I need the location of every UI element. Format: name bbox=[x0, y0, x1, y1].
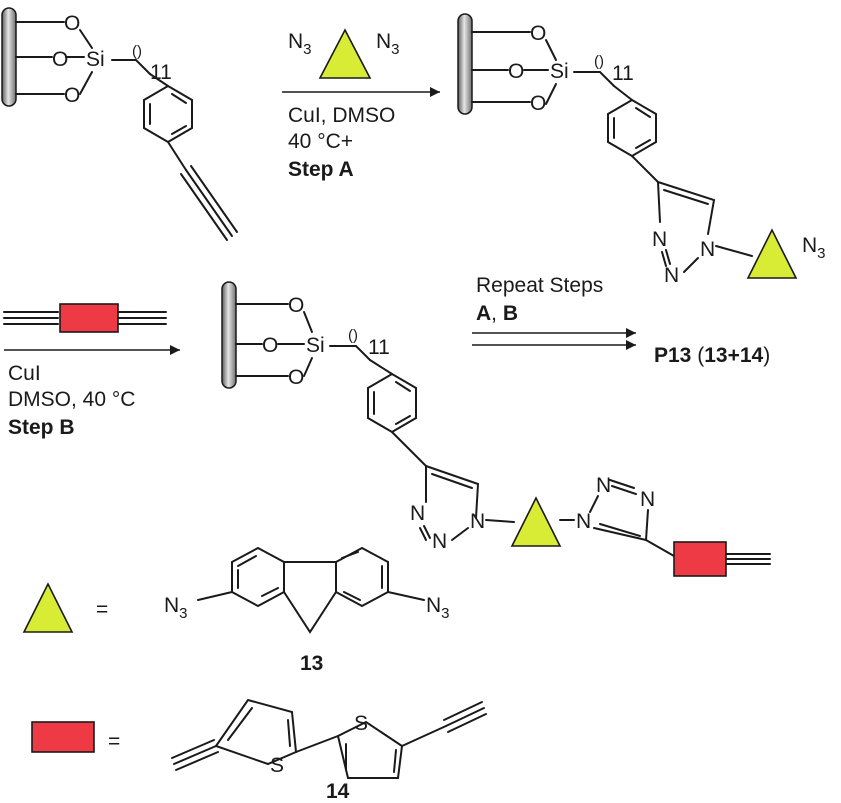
azide-label: N3 bbox=[802, 234, 826, 262]
paren-label: () bbox=[594, 53, 604, 70]
triangle-13-icon bbox=[318, 28, 372, 79]
oxygen-label: O bbox=[64, 12, 80, 35]
oxygen-label: O bbox=[262, 334, 278, 357]
legend-rectangle-14: = S S 14 bbox=[31, 698, 487, 803]
nitrogen-label: N bbox=[664, 264, 679, 287]
rectangle-14-icon bbox=[673, 541, 727, 577]
rectangle-14-icon bbox=[31, 721, 95, 753]
sulfur-label: S bbox=[354, 712, 368, 735]
step-b-conditions-2: DMSO, 40 °C bbox=[8, 388, 135, 411]
repeat-steps-ab: A, B bbox=[476, 302, 518, 325]
equals-sign: = bbox=[108, 730, 120, 753]
oxygen-label: O bbox=[508, 60, 524, 83]
compound-14-label: 14 bbox=[326, 780, 350, 803]
nitrogen-label: N bbox=[640, 488, 655, 511]
step-a-label: Step A bbox=[288, 158, 354, 181]
arrowhead bbox=[626, 340, 636, 350]
step-b-label: Step B bbox=[8, 416, 75, 439]
equals-sign: = bbox=[96, 598, 108, 621]
surface-alkyne-structure: O O O Si () 11 bbox=[1, 7, 238, 241]
paren-label: () bbox=[132, 43, 142, 60]
arrowhead bbox=[626, 328, 636, 338]
nitrogen-label: N bbox=[596, 474, 611, 497]
arrowhead bbox=[430, 87, 440, 97]
paren-label: () bbox=[348, 327, 358, 344]
triangle-13-icon bbox=[22, 582, 74, 633]
rectangle-14-icon bbox=[59, 303, 119, 333]
nitrogen-label: N bbox=[576, 510, 591, 533]
compound-13-label: 13 bbox=[300, 652, 323, 675]
nitrogen-label: N bbox=[432, 530, 447, 553]
surface-oligomer-structure: O O O Si () 11 N N N N N N bbox=[221, 281, 771, 577]
oxygen-label: O bbox=[530, 22, 546, 45]
arrowhead bbox=[170, 345, 180, 355]
silicon-label: Si bbox=[550, 60, 569, 83]
nitrogen-label: N bbox=[700, 238, 715, 261]
azide-label: N3 bbox=[164, 594, 188, 622]
silicon-label: Si bbox=[306, 334, 325, 357]
nitrogen-label: N bbox=[470, 510, 485, 533]
step-a-conditions-2: 40 °C+ bbox=[288, 130, 353, 153]
silica-surface bbox=[1, 7, 17, 107]
azide-label: N3 bbox=[426, 594, 450, 622]
step-b-arrow-group: CuI DMSO, 40 °C Step B bbox=[3, 303, 180, 439]
sulfur-label: S bbox=[270, 754, 284, 777]
repeat-arrow-group: Repeat Steps A, B P13 (13+14) bbox=[472, 274, 770, 367]
silica-surface bbox=[457, 13, 473, 115]
silica-surface bbox=[221, 281, 237, 389]
silicon-label: Si bbox=[86, 48, 105, 71]
chain-length-label: 11 bbox=[612, 62, 634, 85]
azide-label: N3 bbox=[288, 30, 312, 58]
legend-triangle-13: = N3 N3 13 bbox=[22, 546, 450, 675]
oxygen-label: O bbox=[52, 48, 68, 71]
azide-label: N3 bbox=[376, 30, 400, 58]
step-a-conditions-1: CuI, DMSO bbox=[288, 104, 395, 127]
oxygen-label: O bbox=[288, 294, 304, 317]
surface-triazole-azide-structure: O O O Si () 11 N N N N3 bbox=[457, 13, 826, 287]
oxygen-label: O bbox=[530, 92, 546, 115]
step-b-conditions-1: CuI bbox=[8, 362, 41, 385]
triangle-13-icon bbox=[746, 228, 798, 279]
oxygen-label: O bbox=[288, 366, 304, 389]
oxygen-label: O bbox=[64, 84, 80, 107]
product-label: P13 (13+14) bbox=[654, 344, 770, 367]
step-a-arrow-group: N3 N3 CuI, DMSO 40 °C+ Step A bbox=[282, 28, 440, 181]
nitrogen-label: N bbox=[410, 502, 425, 525]
nitrogen-label: N bbox=[652, 228, 667, 251]
repeat-steps-label: Repeat Steps bbox=[476, 274, 603, 297]
triangle-13-icon bbox=[510, 496, 562, 547]
chain-length-label: 11 bbox=[368, 336, 390, 359]
